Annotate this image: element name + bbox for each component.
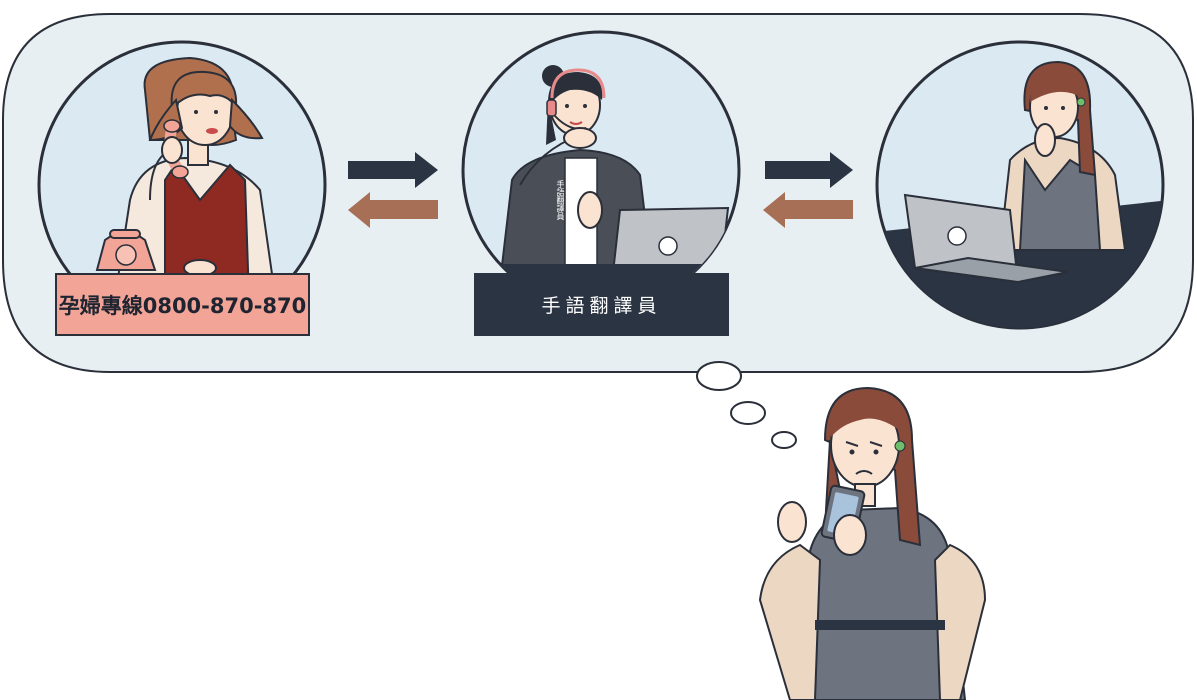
interpreter-scene: [463, 32, 739, 308]
interpreter-label: 手語翻譯員: [474, 273, 729, 336]
vest-text: 手語翻譯員: [553, 180, 565, 220]
hearing-aid-icon: [895, 441, 905, 451]
hotline-label: 孕婦專線0800-870-870: [55, 273, 310, 336]
thought-dot-medium: [731, 402, 765, 424]
hearing-aid-icon: [1077, 98, 1085, 106]
thought-dot-large: [697, 362, 741, 390]
thought-dot-small: [772, 432, 796, 448]
